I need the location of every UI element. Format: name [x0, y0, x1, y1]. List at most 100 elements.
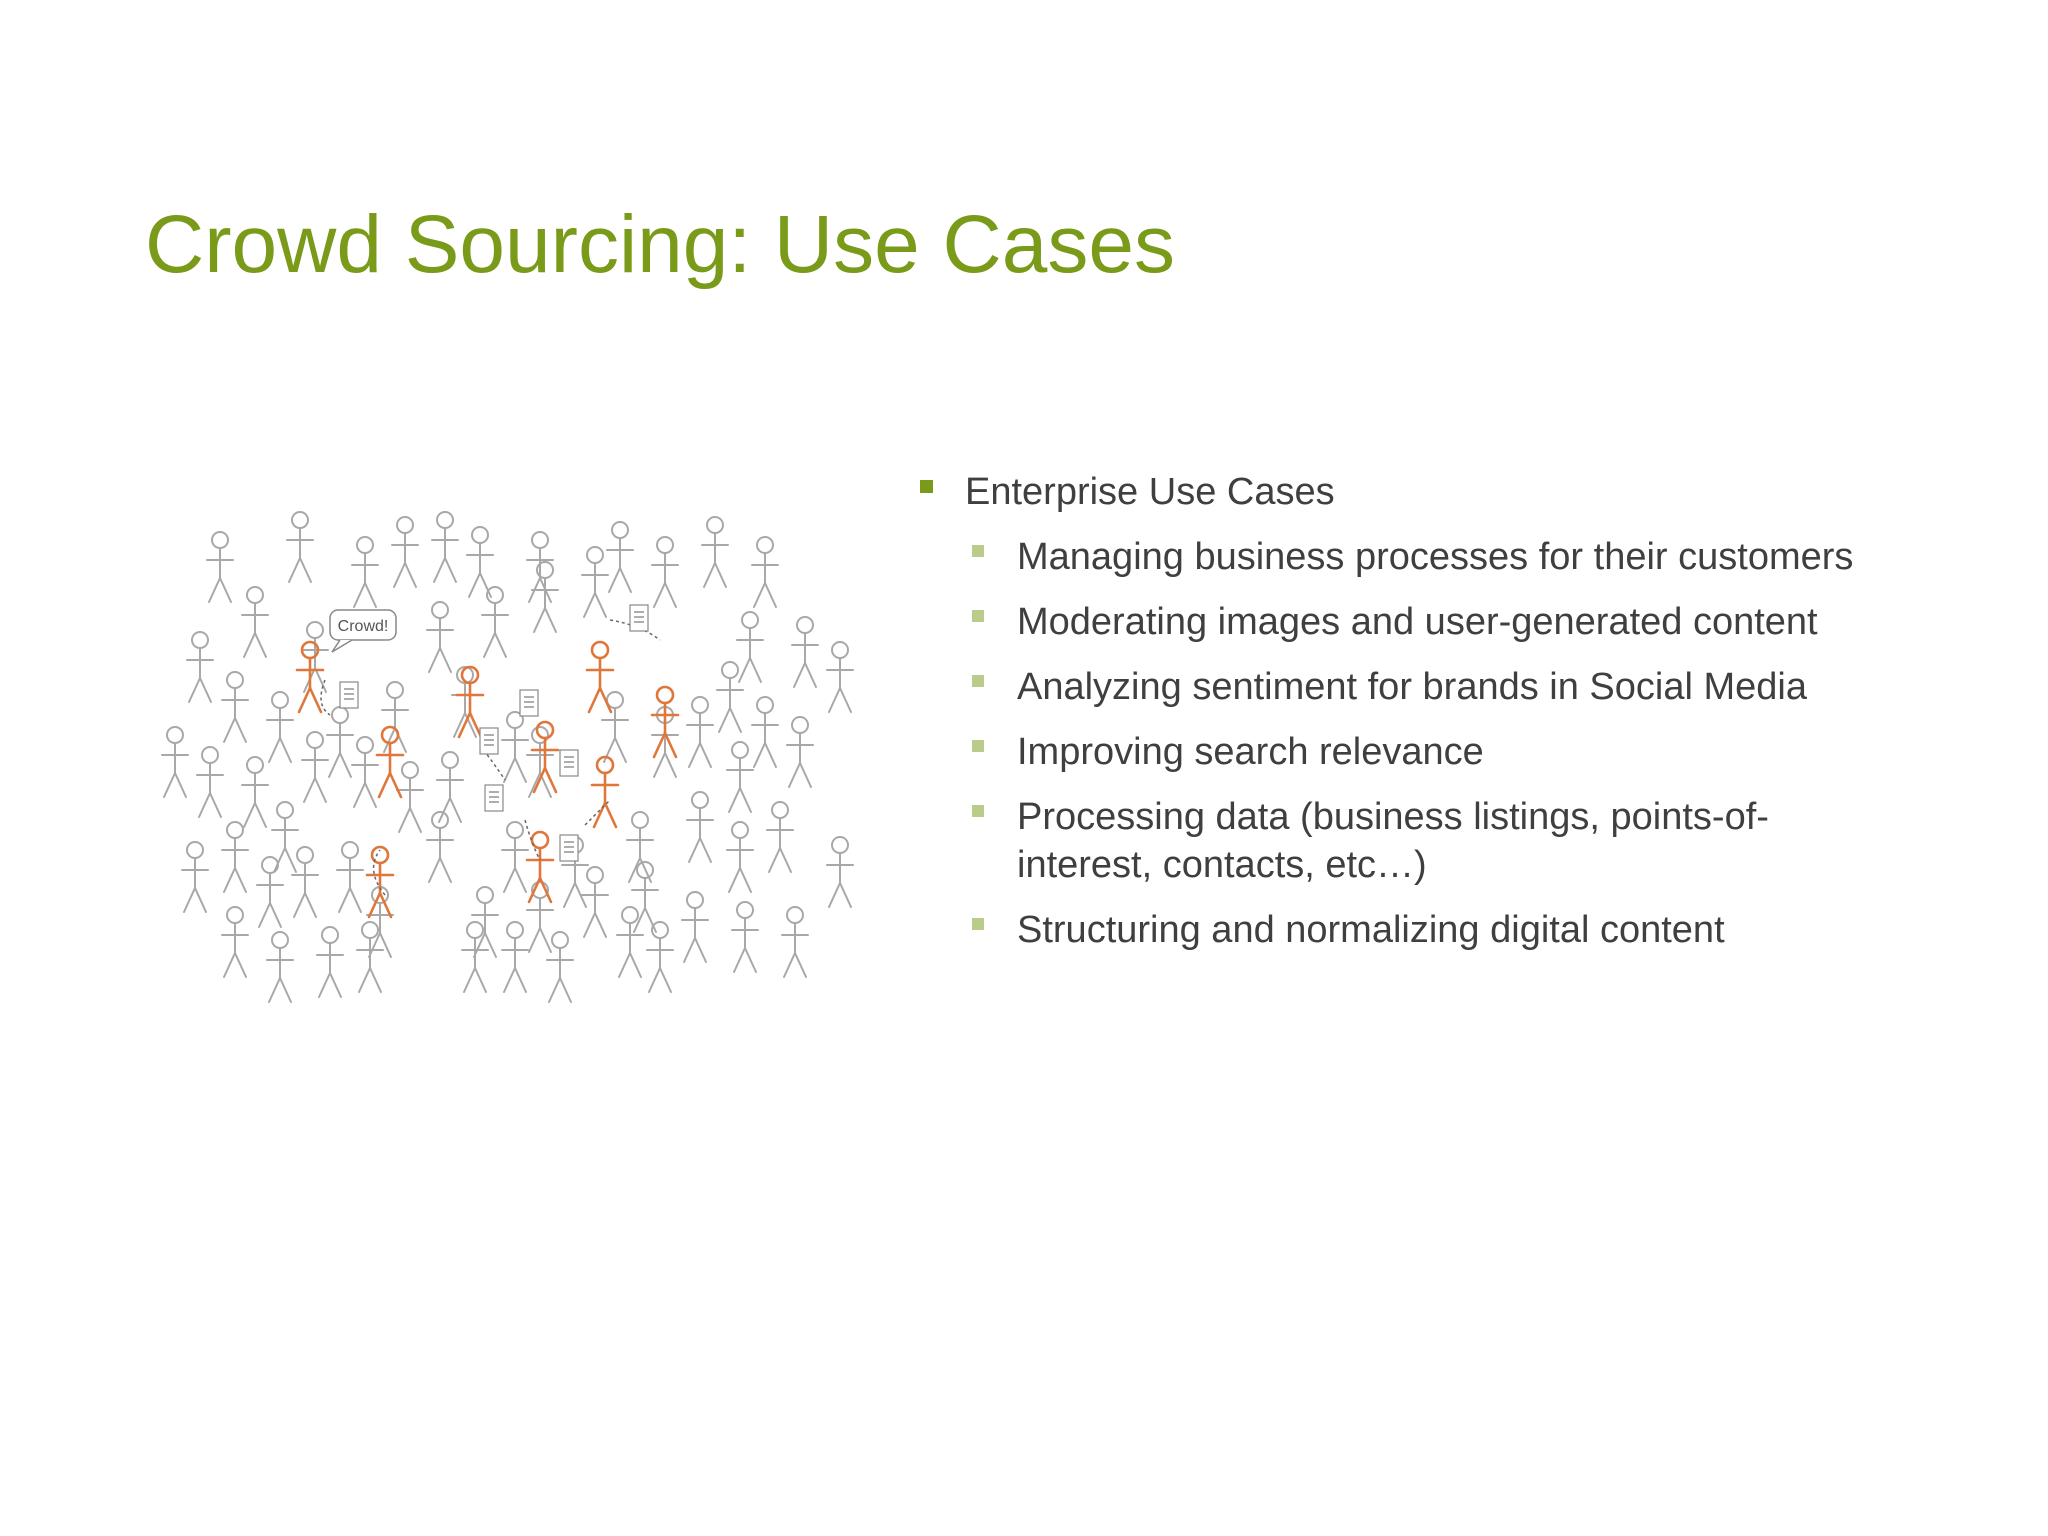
stick-figure-icon	[241, 586, 269, 658]
list-item: Processing data (business listings, poin…	[920, 793, 1897, 889]
stick-figure-icon	[616, 906, 644, 978]
stick-figure-icon	[481, 586, 509, 658]
document-icon	[484, 784, 504, 812]
stick-figure-icon	[731, 901, 759, 973]
square-bullet-icon	[972, 918, 984, 930]
stick-figure-icon	[241, 756, 269, 828]
stick-figure-icon	[301, 731, 329, 803]
stick-figure-icon	[686, 791, 714, 863]
stick-figure-icon	[196, 746, 224, 818]
slide-title: Crowd Sourcing: Use Cases	[145, 199, 1175, 290]
stick-figure-icon	[501, 921, 529, 993]
stick-figure-icon	[751, 536, 779, 608]
list-item-text: Moderating images and user-generated con…	[1017, 601, 1818, 643]
stick-figure-icon	[466, 526, 494, 598]
stick-figure-icon	[186, 631, 214, 703]
stick-figure-icon	[526, 531, 554, 603]
stick-figure-icon	[736, 611, 764, 683]
stick-figure-icon	[590, 755, 620, 829]
square-bullet-icon	[972, 675, 984, 687]
stick-figure-icon	[726, 821, 754, 893]
stick-figure-icon	[531, 561, 559, 633]
stick-figure-icon	[426, 811, 454, 883]
stick-figure-icon	[786, 716, 814, 788]
square-bullet-icon	[972, 740, 984, 752]
stick-figure-icon	[581, 546, 609, 618]
stick-figure-icon	[391, 516, 419, 588]
stick-figure-icon	[461, 921, 489, 993]
list-item: Structuring and normalizing digital cont…	[920, 906, 1897, 954]
stick-figure-icon	[161, 726, 189, 798]
stick-figure-icon	[631, 861, 659, 933]
stick-figures	[161, 511, 854, 1003]
document-icon	[559, 834, 579, 862]
speech-bubble-text: Crowd!	[338, 618, 389, 635]
crowd-illustration: Crowd!	[161, 511, 854, 1003]
stick-figure-icon	[396, 761, 424, 833]
stick-figure-icon	[381, 681, 409, 753]
stick-figure-icon	[326, 706, 354, 778]
stick-figure-icon	[375, 725, 405, 799]
stick-figure-icon	[336, 841, 364, 913]
stick-figure-icon	[316, 926, 344, 998]
document-icon	[339, 681, 359, 709]
stick-figure-icon	[651, 536, 679, 608]
stick-figure-icon	[585, 640, 615, 714]
stick-figure-icon	[701, 516, 729, 588]
stick-figure-icon	[826, 836, 854, 908]
list-item-text: Structuring and normalizing digital cont…	[1017, 909, 1725, 951]
stick-figure-icon	[266, 931, 294, 1003]
stick-figure-icon	[455, 665, 485, 739]
stick-figure-icon	[221, 821, 249, 893]
stick-figure-icon	[606, 521, 634, 593]
arrow-icon	[609, 619, 661, 641]
stick-figure-icon	[501, 711, 529, 783]
stick-figure-icon	[650, 685, 680, 759]
document-icon	[629, 604, 649, 632]
arrow-icon	[584, 799, 611, 826]
stick-figure-icon	[351, 736, 379, 808]
square-bullet-icon	[972, 545, 984, 557]
stick-figure-icon	[781, 906, 809, 978]
stick-figure-icon	[826, 641, 854, 713]
list-item: Moderating images and user-generated con…	[920, 598, 1897, 646]
list-item-text: Improving search relevance	[1017, 731, 1484, 773]
document-icon	[559, 749, 579, 777]
document-icon	[519, 689, 539, 717]
arrow-icon	[372, 849, 386, 896]
stick-figure-icon	[436, 751, 464, 823]
task-documents	[339, 604, 649, 862]
stick-figure-icon	[726, 741, 754, 813]
list-item-text: Analyzing sentiment for brands in Social…	[1017, 666, 1807, 708]
list-item: Managing business processes for their cu…	[920, 533, 1897, 581]
stick-figure-icon	[351, 536, 379, 608]
square-bullet-icon	[920, 480, 933, 493]
square-bullet-icon	[972, 610, 984, 622]
stick-figure-icon	[686, 696, 714, 768]
stick-figure-icon	[426, 601, 454, 673]
stick-figure-icon	[256, 856, 284, 928]
stick-figure-icon	[525, 830, 555, 904]
stick-figure-icon	[581, 866, 609, 938]
bullet-list: Enterprise Use Cases Managing business p…	[920, 468, 2000, 971]
list-item: Analyzing sentiment for brands in Social…	[920, 663, 1897, 711]
stick-figure-icon	[501, 821, 529, 893]
bullet-heading: Enterprise Use Cases	[920, 468, 2000, 516]
stick-figure-icon	[626, 811, 654, 883]
speech-bubble: Crowd!	[329, 609, 397, 653]
list-item-text: Processing data (business listings, poin…	[1017, 796, 1769, 886]
handoff-arrows	[320, 619, 661, 896]
bullet-heading-text: Enterprise Use Cases	[965, 471, 1335, 513]
stick-figure-icon	[291, 846, 319, 918]
stick-figure-icon	[716, 661, 744, 733]
stick-figure-icon	[546, 931, 574, 1003]
stick-figure-icon	[181, 841, 209, 913]
stick-figure-icon	[221, 906, 249, 978]
stick-figure-icon	[681, 891, 709, 963]
stick-figure-icon	[646, 921, 674, 993]
stick-figure-icon	[751, 696, 779, 768]
stick-figure-icon	[271, 801, 299, 873]
stick-figure-icon	[526, 881, 554, 953]
stick-figure-icon	[221, 671, 249, 743]
stick-figure-icon	[295, 640, 325, 714]
